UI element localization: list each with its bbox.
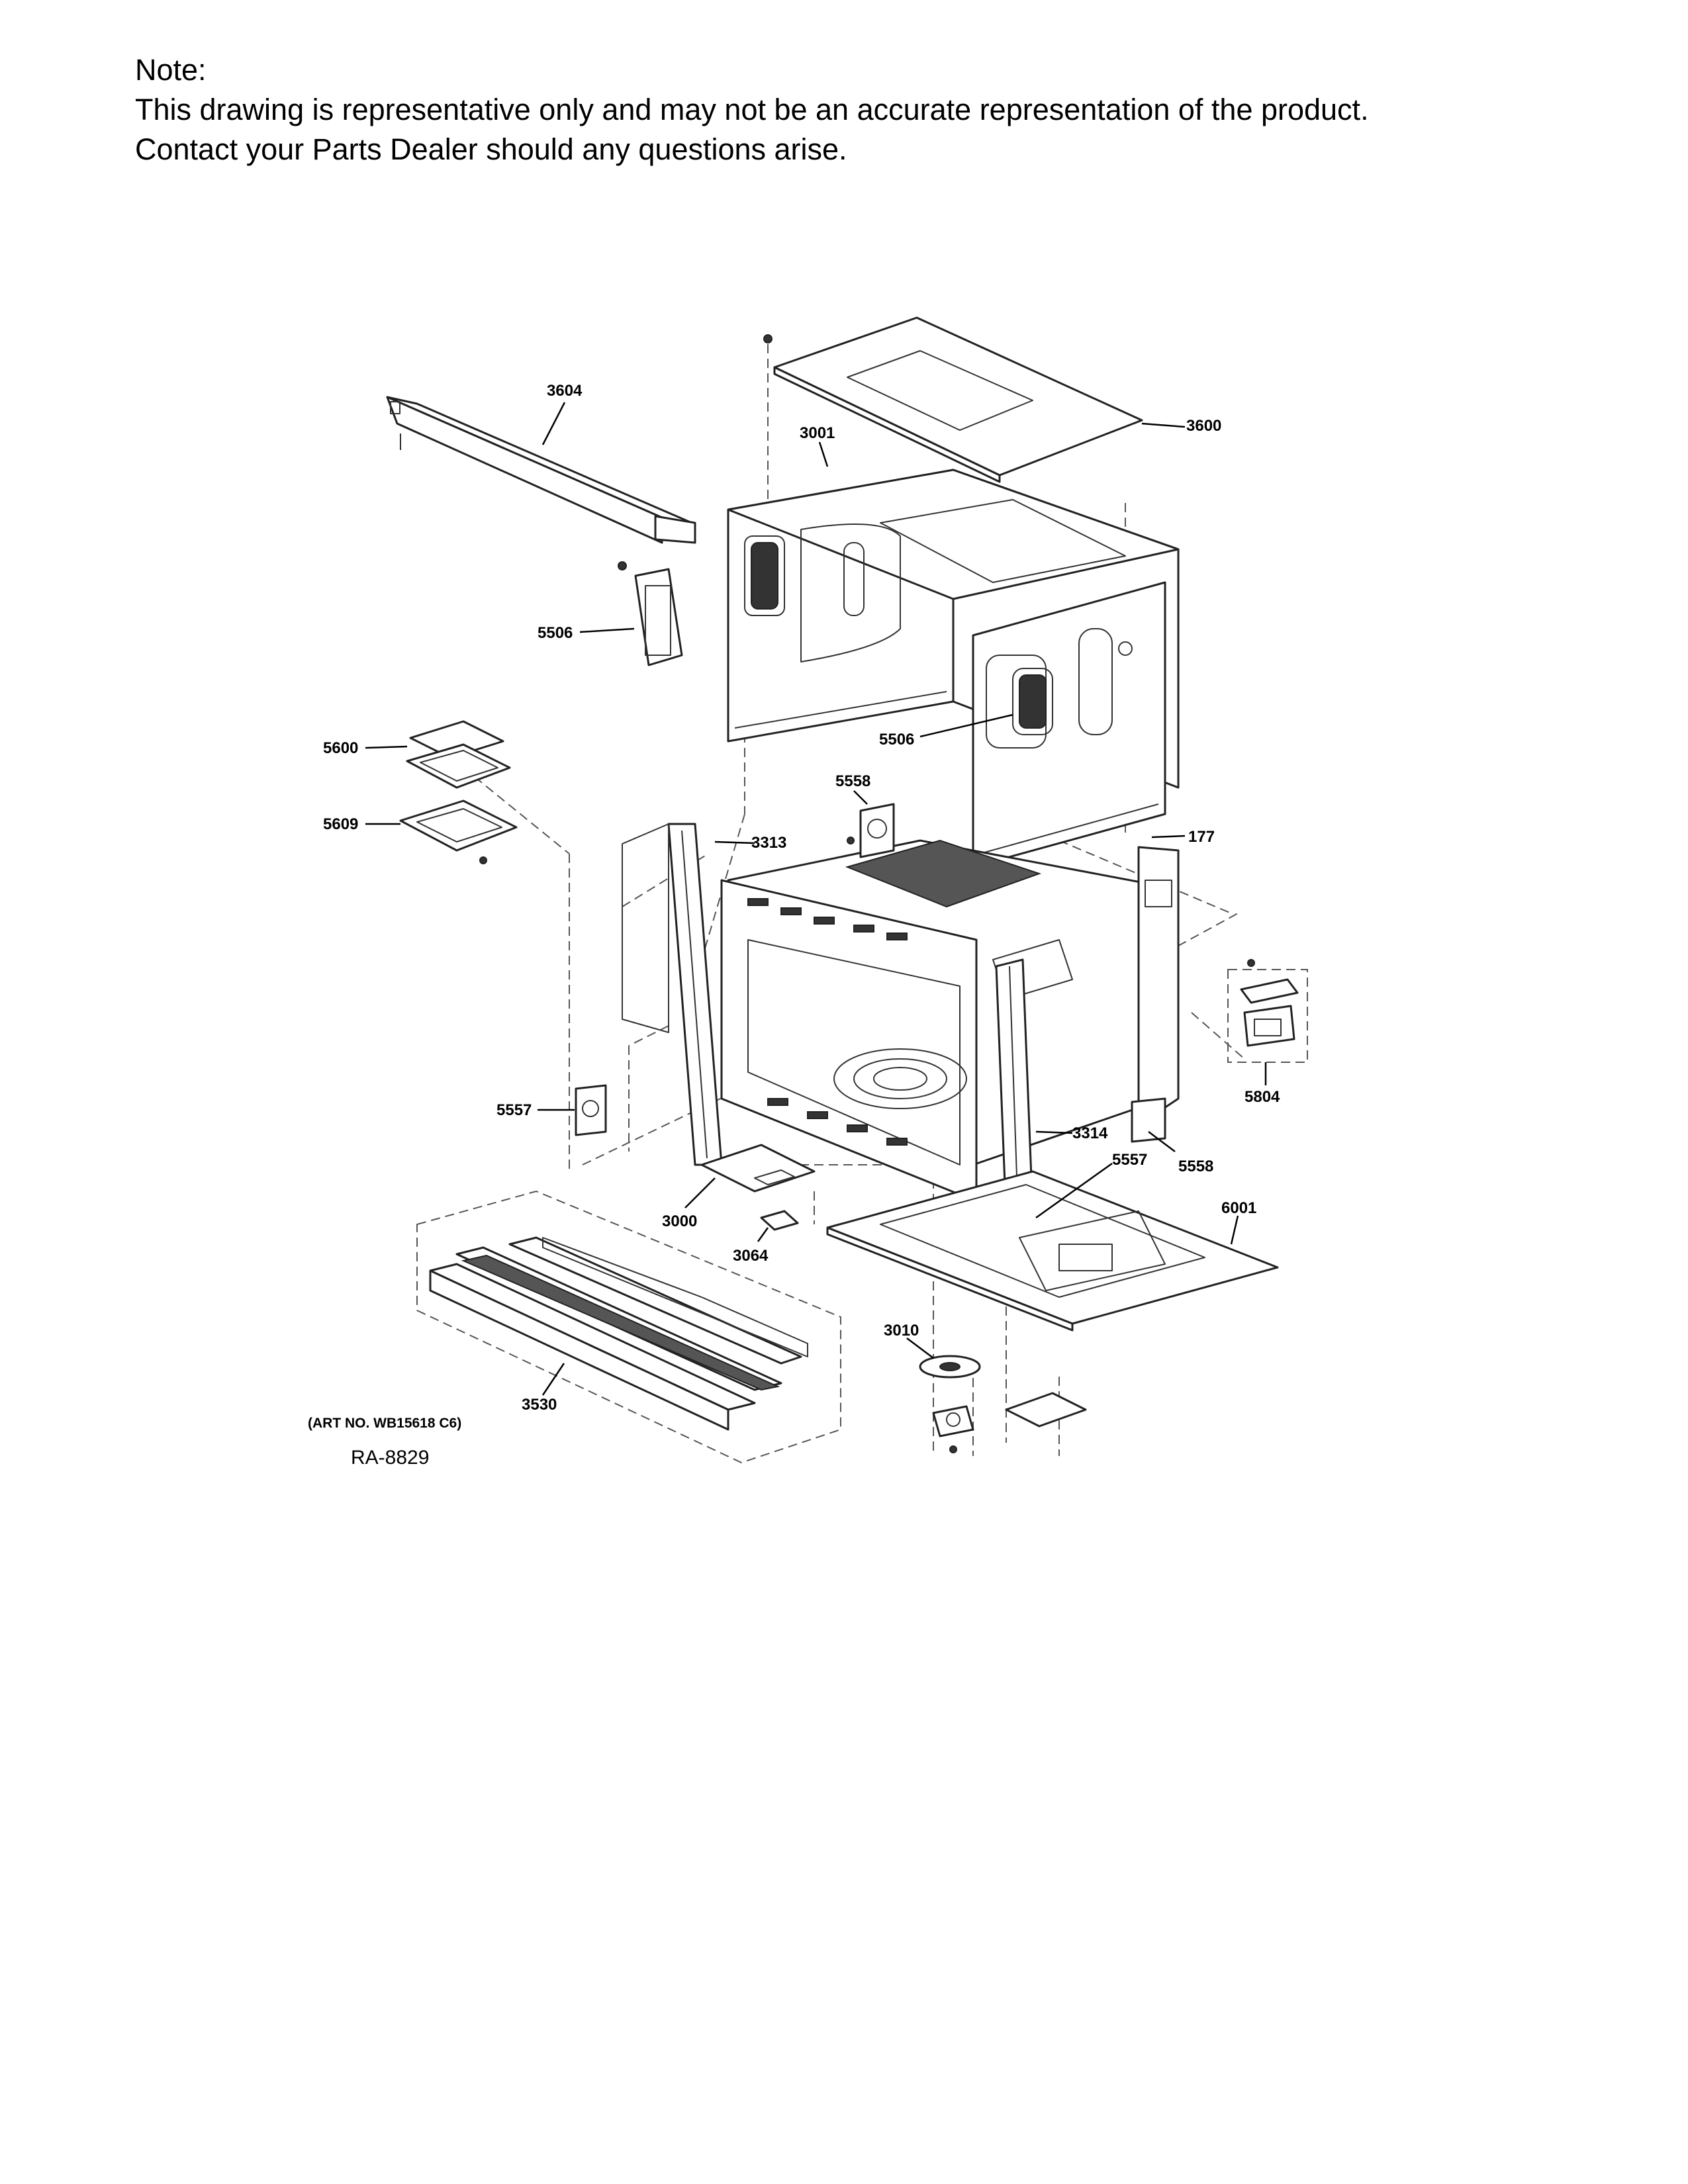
callout-3600: 3600 bbox=[1186, 417, 1221, 435]
callout-3010: 3010 bbox=[884, 1322, 919, 1340]
note-line-1: This drawing is representative only and … bbox=[135, 93, 1369, 126]
top-trim-rail-3604 bbox=[386, 396, 696, 544]
switch-bracket-5558-lower bbox=[1131, 1097, 1166, 1143]
art-number: (ART NO. WB15618 C6) bbox=[308, 1416, 461, 1431]
small-plate-3064 bbox=[760, 1210, 799, 1231]
drawing-id: RA-8829 bbox=[351, 1447, 429, 1469]
cavity-front-slots bbox=[747, 898, 908, 1146]
callout-5558-lower: 5558 bbox=[1178, 1158, 1213, 1175]
callout-3001: 3001 bbox=[800, 424, 835, 442]
callout-177: 177 bbox=[1188, 828, 1215, 846]
callout-3530: 3530 bbox=[522, 1396, 557, 1414]
motor-3010 bbox=[919, 1355, 981, 1453]
callout-5557-left: 5557 bbox=[496, 1101, 532, 1119]
filter-5600 bbox=[409, 720, 504, 759]
vent-gasket-5506 bbox=[618, 561, 683, 666]
callout-3314: 3314 bbox=[1072, 1124, 1108, 1142]
callout-5609: 5609 bbox=[323, 815, 358, 833]
side-panel bbox=[972, 581, 1166, 868]
note-heading: Note: bbox=[135, 53, 207, 87]
callout-3313: 3313 bbox=[751, 834, 786, 852]
callout-5600: 5600 bbox=[323, 739, 358, 757]
trim-kit-3530 bbox=[416, 1190, 841, 1464]
callout-3604: 3604 bbox=[547, 382, 583, 400]
callout-5506-left: 5506 bbox=[538, 624, 573, 642]
callout-3064: 3064 bbox=[733, 1247, 769, 1265]
oven-cavity bbox=[720, 839, 1180, 1203]
callout-6001: 6001 bbox=[1221, 1199, 1256, 1217]
callout-5506-right: 5506 bbox=[879, 731, 914, 749]
cover-plate-3000 bbox=[700, 1144, 816, 1193]
callout-5557-right: 5557 bbox=[1112, 1151, 1147, 1169]
left-bracket-3313 bbox=[622, 823, 723, 1166]
terminal-block-5804 bbox=[1227, 959, 1308, 1063]
motor-cover bbox=[1005, 1392, 1087, 1428]
callout-5558-upper: 5558 bbox=[835, 772, 870, 790]
callout-labels: 3604 3600 3001 5506 5506 5600 5609 5558 … bbox=[323, 382, 1280, 1414]
callout-3000: 3000 bbox=[662, 1212, 697, 1230]
disclaimer-note: Note: This drawing is representative onl… bbox=[135, 50, 1369, 169]
top-cover-3600 bbox=[763, 316, 1143, 483]
switch-bracket-5558-upper bbox=[847, 803, 895, 858]
note-line-2: Contact your Parts Dealer should any que… bbox=[135, 132, 847, 166]
leader-lines bbox=[365, 402, 1267, 1396]
callout-5804: 5804 bbox=[1244, 1088, 1280, 1106]
interlock-bracket-5557-left bbox=[575, 1084, 607, 1136]
base-pan-6001 bbox=[826, 1170, 1279, 1332]
filter-frame-5609 bbox=[399, 743, 518, 864]
